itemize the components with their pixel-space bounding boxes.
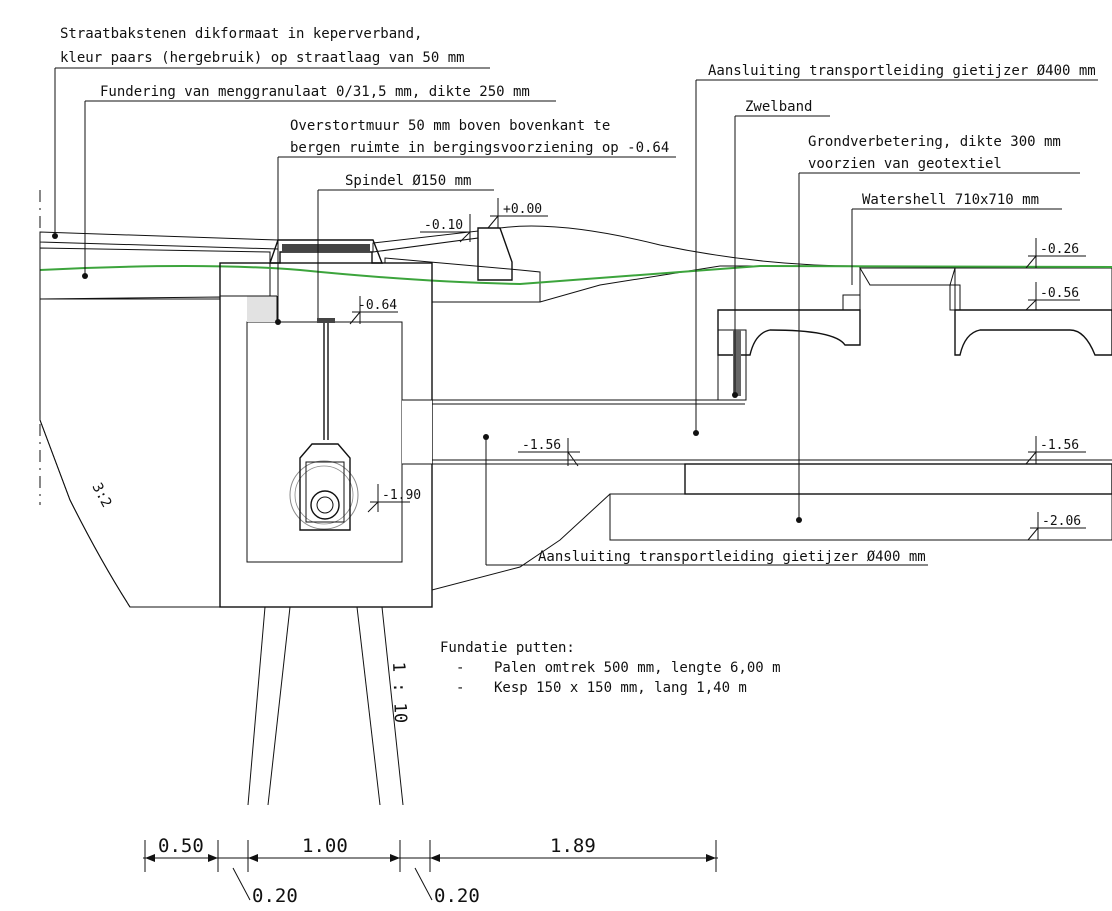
notes-dash-1: -	[456, 660, 464, 676]
level-156-right: -1.56	[1040, 438, 1079, 453]
overflow-wall-label-line1: Overstortmuur 50 mm boven bovenkant te	[290, 118, 610, 134]
manhole-chamber	[219, 262, 433, 608]
notes-item-1: Palen omtrek 500 mm, lengte 6,00 m	[494, 660, 781, 676]
soil-improvement-layer	[609, 493, 1112, 541]
level-026: -0.26	[1040, 242, 1079, 257]
soil-improvement-label-line2: voorzien van geotextiel	[808, 156, 1002, 172]
ground-surface-line	[499, 225, 861, 267]
watershell-label: Watershell 710x710 mm	[862, 192, 1039, 208]
swellband-label: Zwelband	[745, 99, 812, 115]
foundation-piles	[247, 606, 404, 806]
manhole-cover-grate	[282, 244, 370, 252]
level-206: -2.06	[1042, 514, 1081, 529]
spindle-valve	[289, 318, 359, 531]
dimension-020-right: 0.20	[434, 885, 480, 907]
overflow-wall-label-line2: bergen ruimte in bergingsvoorziening op …	[290, 140, 669, 156]
kerb-stone	[477, 227, 513, 281]
level-000: +0.00	[503, 202, 542, 217]
paving-layer-right	[372, 230, 479, 253]
pile-slope-label: 1 : 10	[388, 661, 410, 723]
dimension-100: 1.00	[302, 835, 348, 857]
paving-layer-left	[39, 231, 279, 250]
transport-pipe-label-top: Aansluiting transportleiding gietijzer Ø…	[708, 63, 1096, 79]
spindle-label: Spindel Ø150 mm	[345, 173, 471, 189]
foundation-label: Fundering van menggranulaat 0/31,5 mm, d…	[100, 84, 530, 100]
notes-item-2: Kesp 150 x 150 mm, lang 1,40 m	[494, 680, 747, 696]
level-056: -0.56	[1040, 286, 1079, 301]
leader-lines	[52, 67, 1098, 566]
foundation-gravel-layer-left	[39, 247, 271, 300]
geotextile-line	[39, 264, 1112, 286]
manhole-cover	[269, 239, 384, 264]
embankment-slope-label: 3:2	[88, 480, 114, 510]
watershell-structure	[684, 267, 1112, 495]
transport-pipe-label-bottom: Aansluiting transportleiding gietijzer Ø…	[538, 549, 926, 565]
level-markers	[349, 198, 1086, 541]
notes-title: Fundatie putten:	[440, 640, 575, 656]
pavement-label-line1: Straatbakstenen dikformaat in keperverba…	[60, 26, 422, 42]
dimension-050: 0.50	[158, 835, 204, 857]
dimension-020-left: 0.20	[252, 885, 298, 907]
level-156-left: -1.56	[522, 438, 561, 453]
level-064: -0.64	[358, 298, 397, 313]
level-190: -1.90	[382, 488, 421, 503]
pavement-label-line2: kleur paars (hergebruik) op straatlaag v…	[60, 50, 465, 66]
level-010: -0.10	[424, 218, 463, 233]
dimension-lines	[143, 840, 718, 901]
dimension-189: 1.89	[550, 835, 596, 857]
notes-dash-2: -	[456, 680, 464, 696]
soil-improvement-label-line1: Grondverbetering, dikte 300 mm	[808, 134, 1061, 150]
